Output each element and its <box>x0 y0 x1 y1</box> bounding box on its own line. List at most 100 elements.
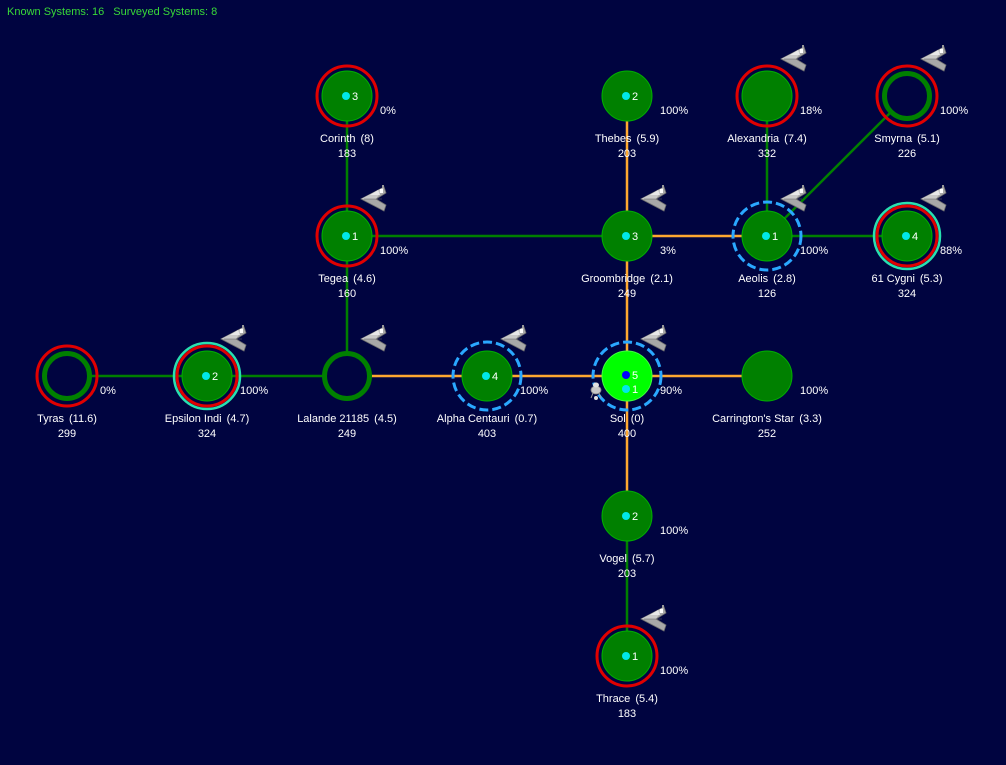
system-name-label: Vogel(5.7) <box>599 553 654 565</box>
starship-icon[interactable] <box>920 44 947 72</box>
starship-icon[interactable] <box>360 184 387 212</box>
hostile-ring <box>875 204 939 268</box>
system-distance: (0) <box>631 413 644 425</box>
system-name-label: Epsilon Indi(4.7) <box>165 413 250 425</box>
system-population: 160 <box>338 288 356 300</box>
system-population: 252 <box>758 428 776 440</box>
system-population: 249 <box>338 428 356 440</box>
system-carrington[interactable]: 100%Carrington's Star(3.3)252 <box>712 350 828 440</box>
system-distance: (11.6) <box>69 413 97 425</box>
system-distance: (4.6) <box>353 273 376 285</box>
outpost-dot <box>622 385 630 393</box>
system-name: Alpha Centauri <box>437 413 510 425</box>
survey-percent: 100% <box>800 385 828 397</box>
system-name-label: Corinth(8) <box>320 133 374 145</box>
survey-percent: 18% <box>800 105 822 117</box>
system-distance: (2.1) <box>650 273 673 285</box>
planet-count: 1 <box>352 231 358 243</box>
system-name-label: Thrace (5.4) <box>596 693 658 705</box>
survey-percent: 100% <box>800 245 828 257</box>
system-distance: (2.8) <box>773 273 796 285</box>
planet-count: 2 <box>632 91 638 103</box>
systems-layer: 30%Corinth(8)1832100%Thebes(5.9)20318%Al… <box>35 44 968 720</box>
system-lalande[interactable]: Lalande 21185 (4.5) 249 <box>297 324 397 440</box>
system-name-label: Aeolis (2.8) <box>738 273 796 285</box>
system-name: Lalande 21185 <box>297 413 369 425</box>
planet-dot <box>342 92 350 100</box>
system-aeolis[interactable]: 1 100% Aeolis (2.8) 126 <box>731 184 828 300</box>
system-name: Thrace <box>596 693 630 705</box>
system-name-label: Alexandria(7.4) <box>727 133 807 145</box>
system-star[interactable] <box>42 351 92 401</box>
planet-dot <box>622 92 630 100</box>
system-distance: (4.5) <box>374 413 397 425</box>
system-population: 400 <box>618 428 636 440</box>
system-name-label: Tyras (11.6) <box>37 413 97 425</box>
starship-icon[interactable] <box>780 44 807 72</box>
survey-percent: 100% <box>240 385 268 397</box>
starship-icon[interactable] <box>360 324 387 352</box>
system-star[interactable] <box>741 350 793 402</box>
planet-dot <box>622 512 630 520</box>
system-name: Aeolis <box>738 273 768 285</box>
system-name-label: Smyrna(5.1) <box>874 133 940 145</box>
system-population: 126 <box>758 288 776 300</box>
system-alexandria[interactable]: 18%Alexandria(7.4)332 <box>727 44 822 160</box>
planet-dot <box>902 232 910 240</box>
system-name-label: Alpha Centauri (0.7) <box>437 413 537 425</box>
system-distance: (5.4) <box>635 693 658 705</box>
system-61cygni[interactable]: 488%61 Cygni(5.3)324 <box>871 184 962 300</box>
starship-icon[interactable] <box>500 324 527 352</box>
starship-icon[interactable] <box>640 604 667 632</box>
system-smyrna[interactable]: 100%Smyrna(5.1)226 <box>874 44 968 160</box>
system-name-label: Sol (0) <box>610 413 644 425</box>
system-star[interactable] <box>322 351 372 401</box>
system-population: 183 <box>338 148 356 160</box>
hostile-ring <box>315 204 379 268</box>
system-population: 299 <box>58 428 76 440</box>
system-name: Thebes <box>595 133 632 145</box>
system-name-label: Thebes (5.9) <box>595 133 659 145</box>
planet-dot <box>762 232 770 240</box>
fleet-orbit-ring <box>451 340 523 412</box>
survey-percent: 0% <box>380 105 396 117</box>
system-corinth[interactable]: 30%Corinth(8)183 <box>315 64 396 160</box>
system-star[interactable] <box>882 71 932 121</box>
survey-percent: 100% <box>940 105 968 117</box>
starship-icon[interactable] <box>780 184 807 212</box>
system-tyras[interactable]: 0%Tyras(11.6)299 <box>35 344 116 440</box>
system-distance: (0.7) <box>515 413 538 425</box>
system-name: Corinth <box>320 133 355 145</box>
system-groombridge[interactable]: 33%Groombridge(2.1)249 <box>581 184 676 300</box>
survey-percent: 90% <box>660 385 682 397</box>
planet-count: 1 <box>772 231 778 243</box>
survey-percent: 100% <box>380 245 408 257</box>
system-name: Sol <box>610 413 626 425</box>
system-distance: (5.3) <box>920 273 943 285</box>
system-distance: (5.9) <box>637 133 660 145</box>
teal-status-ring <box>172 341 242 411</box>
system-name: Carrington's Star <box>712 413 795 425</box>
outpost-count: 1 <box>632 384 638 396</box>
status-bar: Known Systems: 16 Surveyed Systems: 8 <box>7 6 223 18</box>
hostile-ring <box>595 624 659 688</box>
starship-icon[interactable] <box>640 324 667 352</box>
planet-count: 1 <box>632 651 638 663</box>
fleet-orbit-ring <box>731 200 803 272</box>
system-name: Tyras <box>37 413 64 425</box>
starship-icon[interactable] <box>640 184 667 212</box>
system-name: Smyrna <box>874 133 913 145</box>
planet-dot <box>622 652 630 660</box>
survey-percent: 100% <box>660 105 688 117</box>
hostile-ring <box>315 64 379 128</box>
system-star[interactable] <box>741 70 793 122</box>
surveyed-systems-count: Surveyed Systems: 8 <box>113 6 218 18</box>
